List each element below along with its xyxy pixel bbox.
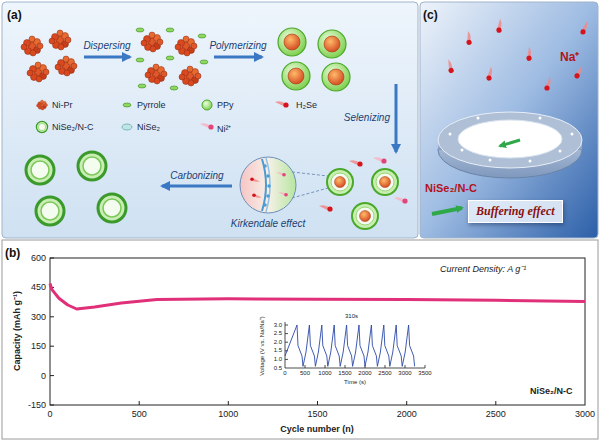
tick-label: 2000 — [397, 409, 417, 419]
voltage-curve — [285, 325, 415, 366]
tick-label: 2500 — [378, 370, 391, 376]
kirkendale-spheres — [319, 157, 408, 229]
zoom-line — [292, 188, 328, 198]
callout-text: Buffering effect — [476, 204, 555, 219]
tick-label: 1.0 — [274, 356, 282, 362]
tick-label: -150 — [28, 400, 46, 410]
legend-samples — [36, 100, 288, 133]
axis-title: Voltage (V vs. Na/Na⁺) — [258, 316, 266, 376]
legend-text: NiSe₂ — [137, 122, 160, 132]
tick-label: 500 — [300, 370, 310, 376]
ni-pr-clusters — [21, 30, 77, 82]
tick-label: 3000 — [575, 409, 595, 419]
ion-label: Na⁺ — [560, 48, 579, 65]
tick-label: 2500 — [486, 409, 506, 419]
tick-label: 2.0 — [274, 339, 282, 345]
tick-label: 2000 — [358, 370, 371, 376]
tick-label: 150 — [31, 341, 46, 351]
chart-note: Current Density: A g⁻¹ — [440, 262, 526, 275]
legend-text: NiSe₂/N-C — [52, 122, 94, 132]
inset-note: 310s — [345, 313, 358, 319]
process-arrow — [162, 185, 232, 188]
panel-label: (b) — [5, 246, 20, 260]
legend-text: Pyrrole — [137, 100, 166, 110]
kirkendale-zoom — [240, 157, 296, 213]
tick-label: 1500 — [338, 370, 351, 376]
tick-label: 2.5 — [274, 330, 282, 336]
effect-label: Kirkendale effect — [231, 218, 306, 229]
process-label: Polymerizing — [209, 40, 266, 51]
axis-title: Time (s) — [344, 379, 366, 385]
panel-label: (a) — [7, 8, 22, 22]
tick-label: 3000 — [398, 370, 411, 376]
tick-label: 0 — [41, 371, 46, 381]
buffer-arrow — [432, 208, 462, 214]
tick-label: 3500 — [418, 370, 431, 376]
tick-label: 1000 — [218, 409, 238, 419]
process-label: Dispersing — [83, 40, 130, 51]
panel: (c) Buffering effect — [418, 2, 596, 238]
legend-text: Ni²⁺ — [217, 122, 232, 135]
panel-label: (c) — [423, 8, 438, 22]
sodium-ions — [443, 19, 587, 91]
series-label: NiSe₂/N-C — [530, 386, 573, 396]
panel-b-ground — [2, 240, 598, 439]
tick-label: 600 — [31, 253, 46, 263]
tick-label: 3.0 — [274, 322, 282, 328]
inset-axes — [285, 322, 425, 368]
hollow-nise2-spheres — [26, 152, 126, 225]
process-label: Selenizing — [344, 112, 390, 123]
tick-label: 450 — [31, 282, 46, 292]
ppy-coated-spheres — [278, 28, 350, 91]
process-arrow — [395, 84, 398, 152]
dispersed-clusters — [136, 28, 208, 90]
legend-text: Ni-Pr — [52, 100, 73, 110]
axis-title: Cycle number (n) — [280, 424, 354, 434]
panel-a-ground — [2, 2, 418, 238]
tick-label: 1000 — [318, 370, 331, 376]
material-label: NiSe₂/N-C — [425, 182, 477, 194]
nise2-plate — [438, 112, 582, 178]
process-arrow — [214, 56, 262, 59]
tick-label: 0 — [47, 409, 52, 419]
zoom-line — [292, 172, 328, 176]
tick-label: 1.5 — [274, 347, 282, 353]
tick-label: 0 — [283, 370, 286, 376]
tick-label: 0.5 — [274, 365, 282, 371]
tick-label: 1500 — [307, 409, 327, 419]
legend-text: H₂Se — [296, 100, 317, 110]
process-label: Carbonizing — [170, 170, 223, 181]
tick-label: 300 — [31, 312, 46, 322]
axis-title: Capacity (mAh g⁻¹) — [10, 291, 23, 371]
capacity-curve — [50, 284, 585, 310]
capacity-axes — [50, 258, 585, 405]
legend-text: PPy — [217, 100, 234, 110]
tick-label: 500 — [132, 409, 147, 419]
panel-c-ground — [420, 2, 598, 238]
process-arrow — [84, 56, 130, 59]
callout-box: Buffering effect — [468, 200, 563, 223]
